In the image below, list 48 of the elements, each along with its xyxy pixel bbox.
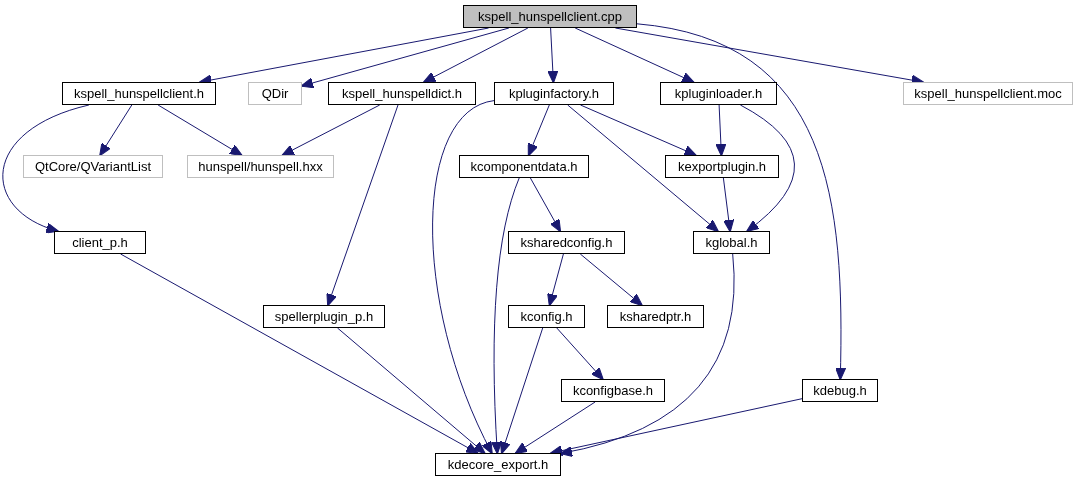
file-box: kspell_hunspellclient.cpp bbox=[463, 5, 637, 28]
arrow bbox=[281, 104, 381, 156]
arrow bbox=[567, 104, 720, 233]
arrow bbox=[514, 401, 596, 455]
arrow bbox=[120, 253, 479, 454]
file-box: QDir bbox=[248, 82, 302, 105]
file-box: kconfigbase.h bbox=[561, 379, 665, 402]
file-box: ksharedptr.h bbox=[607, 305, 704, 328]
arrow bbox=[99, 104, 133, 157]
file-box: kconfig.h bbox=[508, 305, 585, 328]
arrow bbox=[527, 104, 550, 157]
file-box: kspell_hunspelldict.h bbox=[328, 82, 476, 105]
arrow bbox=[529, 177, 562, 233]
file-box: kspell_hunspellclient.moc bbox=[903, 82, 1073, 105]
arrow bbox=[559, 253, 735, 457]
arrow bbox=[579, 253, 643, 307]
arrow bbox=[2, 104, 90, 233]
arrow bbox=[422, 27, 529, 83]
file-box: hunspell/hunspell.hxx bbox=[187, 155, 334, 178]
arrow bbox=[556, 327, 604, 381]
file-box: kglobal.h bbox=[693, 231, 770, 254]
arrow bbox=[722, 177, 735, 233]
file-box: kpluginfactory.h bbox=[494, 82, 614, 105]
file-box: kexportplugin.h bbox=[665, 155, 779, 178]
arrow bbox=[715, 104, 727, 157]
arrow bbox=[574, 27, 695, 83]
arrow bbox=[499, 327, 544, 455]
arrow bbox=[432, 100, 495, 455]
arrow bbox=[300, 27, 510, 89]
arrow bbox=[157, 104, 243, 156]
arrow bbox=[549, 398, 803, 457]
file-box: kdebug.h bbox=[802, 379, 878, 402]
arrow bbox=[337, 327, 486, 455]
arrow bbox=[739, 104, 795, 233]
file-box: kcomponentdata.h bbox=[459, 155, 589, 178]
file-box: spellerplugin_p.h bbox=[263, 305, 385, 328]
file-box: QtCore/QVariantList bbox=[23, 155, 163, 178]
arrow bbox=[547, 27, 559, 84]
arrow bbox=[547, 253, 564, 307]
file-box: client_p.h bbox=[54, 231, 146, 254]
file-box: kdecore_export.h bbox=[435, 453, 561, 476]
file-box: kspell_hunspellclient.h bbox=[62, 82, 216, 105]
file-box: kpluginloader.h bbox=[660, 82, 777, 105]
file-box: ksharedconfig.h bbox=[508, 231, 625, 254]
arrow bbox=[580, 104, 697, 156]
arrow bbox=[326, 104, 399, 307]
arrow bbox=[491, 177, 520, 455]
arrow bbox=[636, 23, 846, 381]
